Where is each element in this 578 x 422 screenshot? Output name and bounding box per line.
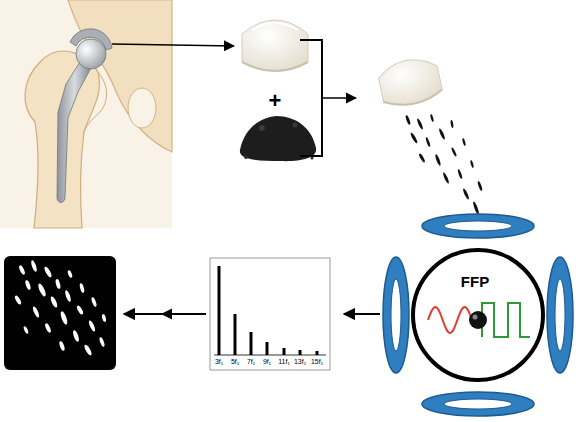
hip-implant-illustration [0,0,172,228]
harmonic-tick: 7f₁ [247,358,255,365]
arrowhead [162,309,172,319]
harmonic-tick: 5f₁ [231,358,239,365]
harmonic-tick: 15f₁ [311,358,323,365]
plus-sign: + [269,90,282,112]
mpi-coils [383,214,573,416]
harmonic-tick: 9f₁ [263,358,271,365]
harmonic-tick: 3f₁ [215,358,223,365]
circle-outline [410,247,546,383]
magnetic-powder [240,116,316,161]
wear-particles [405,114,483,215]
arrow [344,313,380,315]
harmonic-spectrum [210,258,330,370]
reconstructed-image [4,256,116,370]
composite-cup [376,54,444,110]
field-free-point-circle: FFP [410,247,546,383]
polyethylene-cup [242,20,308,71]
node-label: FFP [404,273,546,290]
arrow [322,97,356,99]
harmonic-tick: 11f₁ [278,358,290,365]
harmonic-tick: 13f₁ [294,358,306,365]
bracket [300,40,322,156]
arrow [112,44,234,46]
